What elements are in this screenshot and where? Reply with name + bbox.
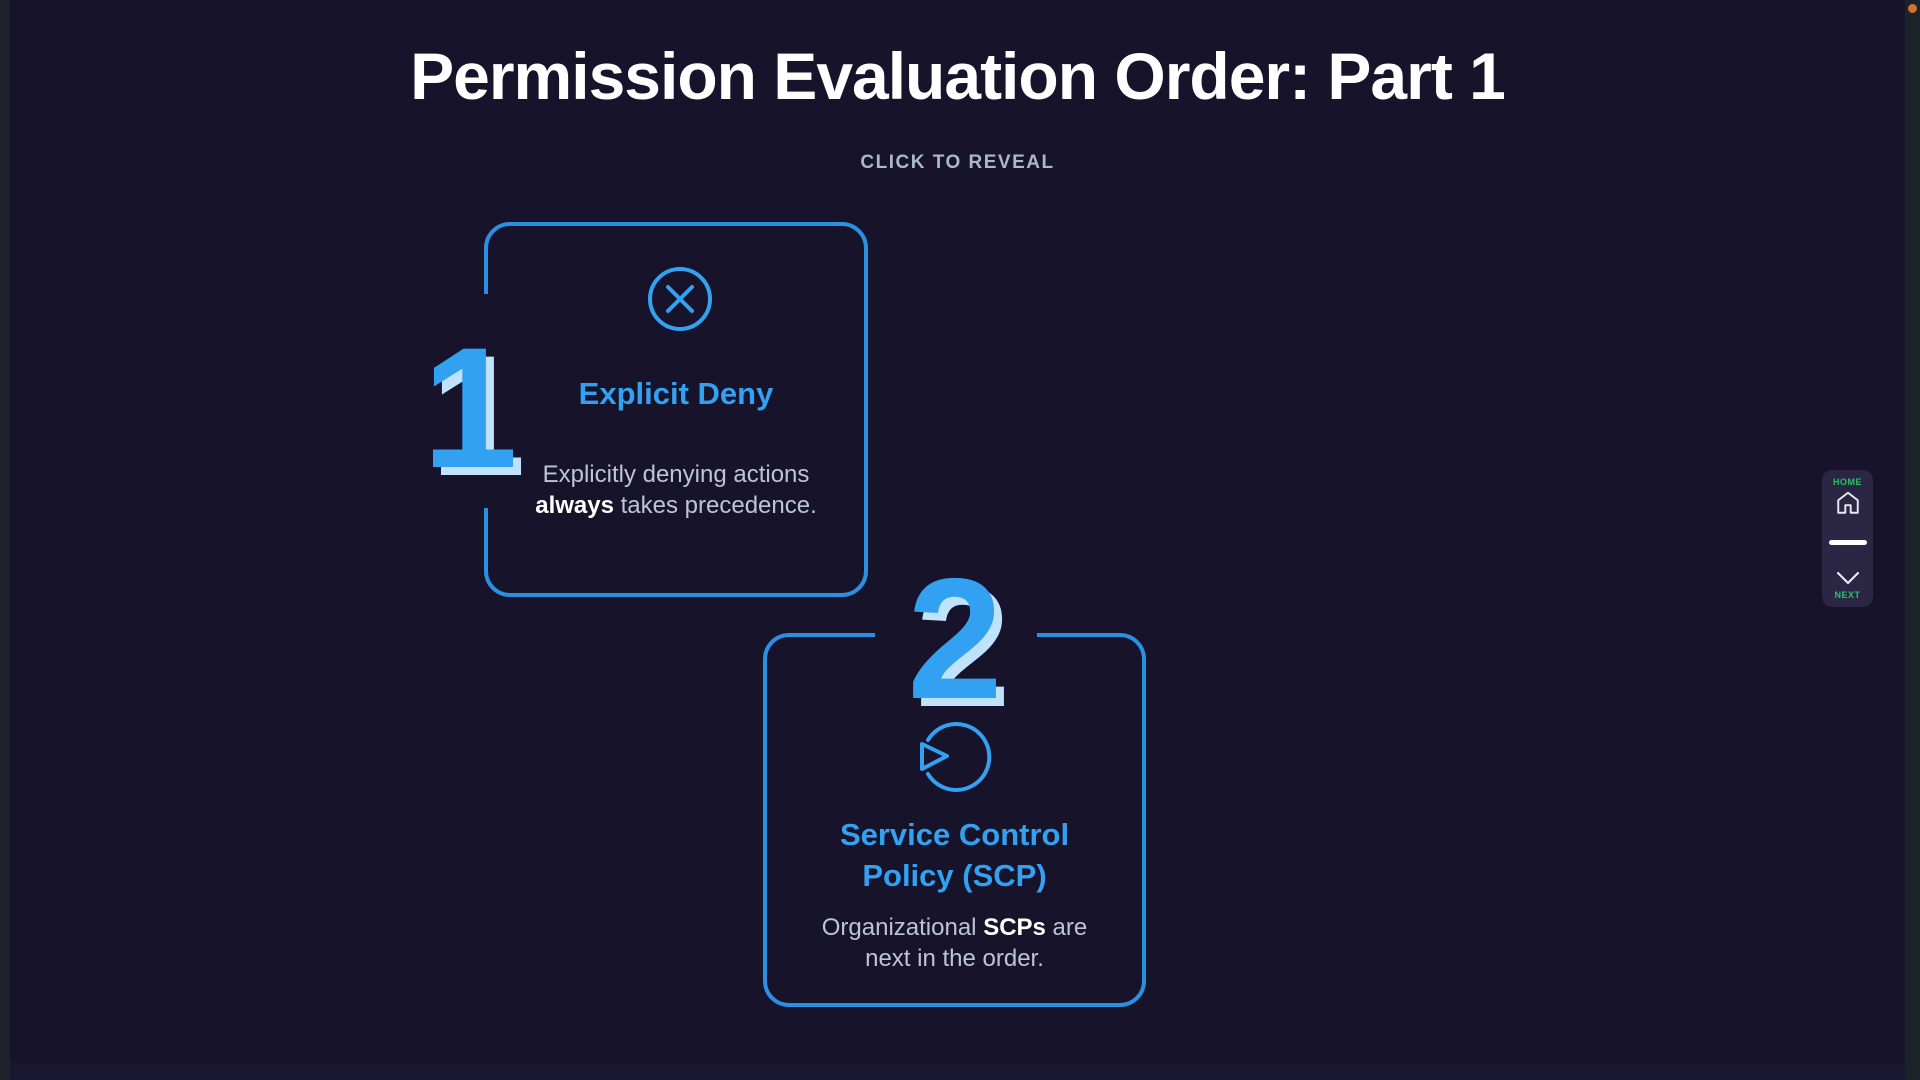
x-circle-icon xyxy=(648,267,712,331)
card-title: Explicit Deny xyxy=(578,376,774,411)
border-gap-mask xyxy=(480,294,494,508)
card-description: Explicitly denying actions always takes … xyxy=(535,461,817,519)
scrollbar-track xyxy=(1905,0,1920,1080)
card-explicit-deny[interactable]: 1 Explicit Deny Explicitly denying actio… xyxy=(422,222,868,597)
click-to-reveal-hint: CLICK TO REVEAL xyxy=(860,152,1055,173)
home-icon xyxy=(1836,491,1859,514)
home-button[interactable]: HOME xyxy=(1833,477,1862,516)
recording-dot xyxy=(1908,4,1917,13)
next-label: NEXT xyxy=(1834,590,1861,600)
scp-pie-circle-icon xyxy=(920,722,992,792)
left-edge-strip xyxy=(0,0,10,1080)
page-title: Permission Evaluation Order: Part 1 xyxy=(410,39,1506,113)
card-title: Service Control Policy (SCP) xyxy=(839,817,1070,893)
next-button[interactable]: NEXT xyxy=(1834,569,1862,600)
bottom-bar xyxy=(10,1063,1905,1080)
home-label: HOME xyxy=(1833,477,1862,487)
card-description: Organizational SCPs are next in the orde… xyxy=(821,914,1088,972)
chevron-down-icon xyxy=(1836,571,1859,585)
nav-divider xyxy=(1828,540,1867,545)
border-gap-mask xyxy=(875,629,1037,643)
card-service-control-policy[interactable]: 2 Service Control Policy (SCP) Organizat… xyxy=(763,553,1146,1007)
slide-nav-widget: HOME NEXT xyxy=(1822,470,1873,607)
